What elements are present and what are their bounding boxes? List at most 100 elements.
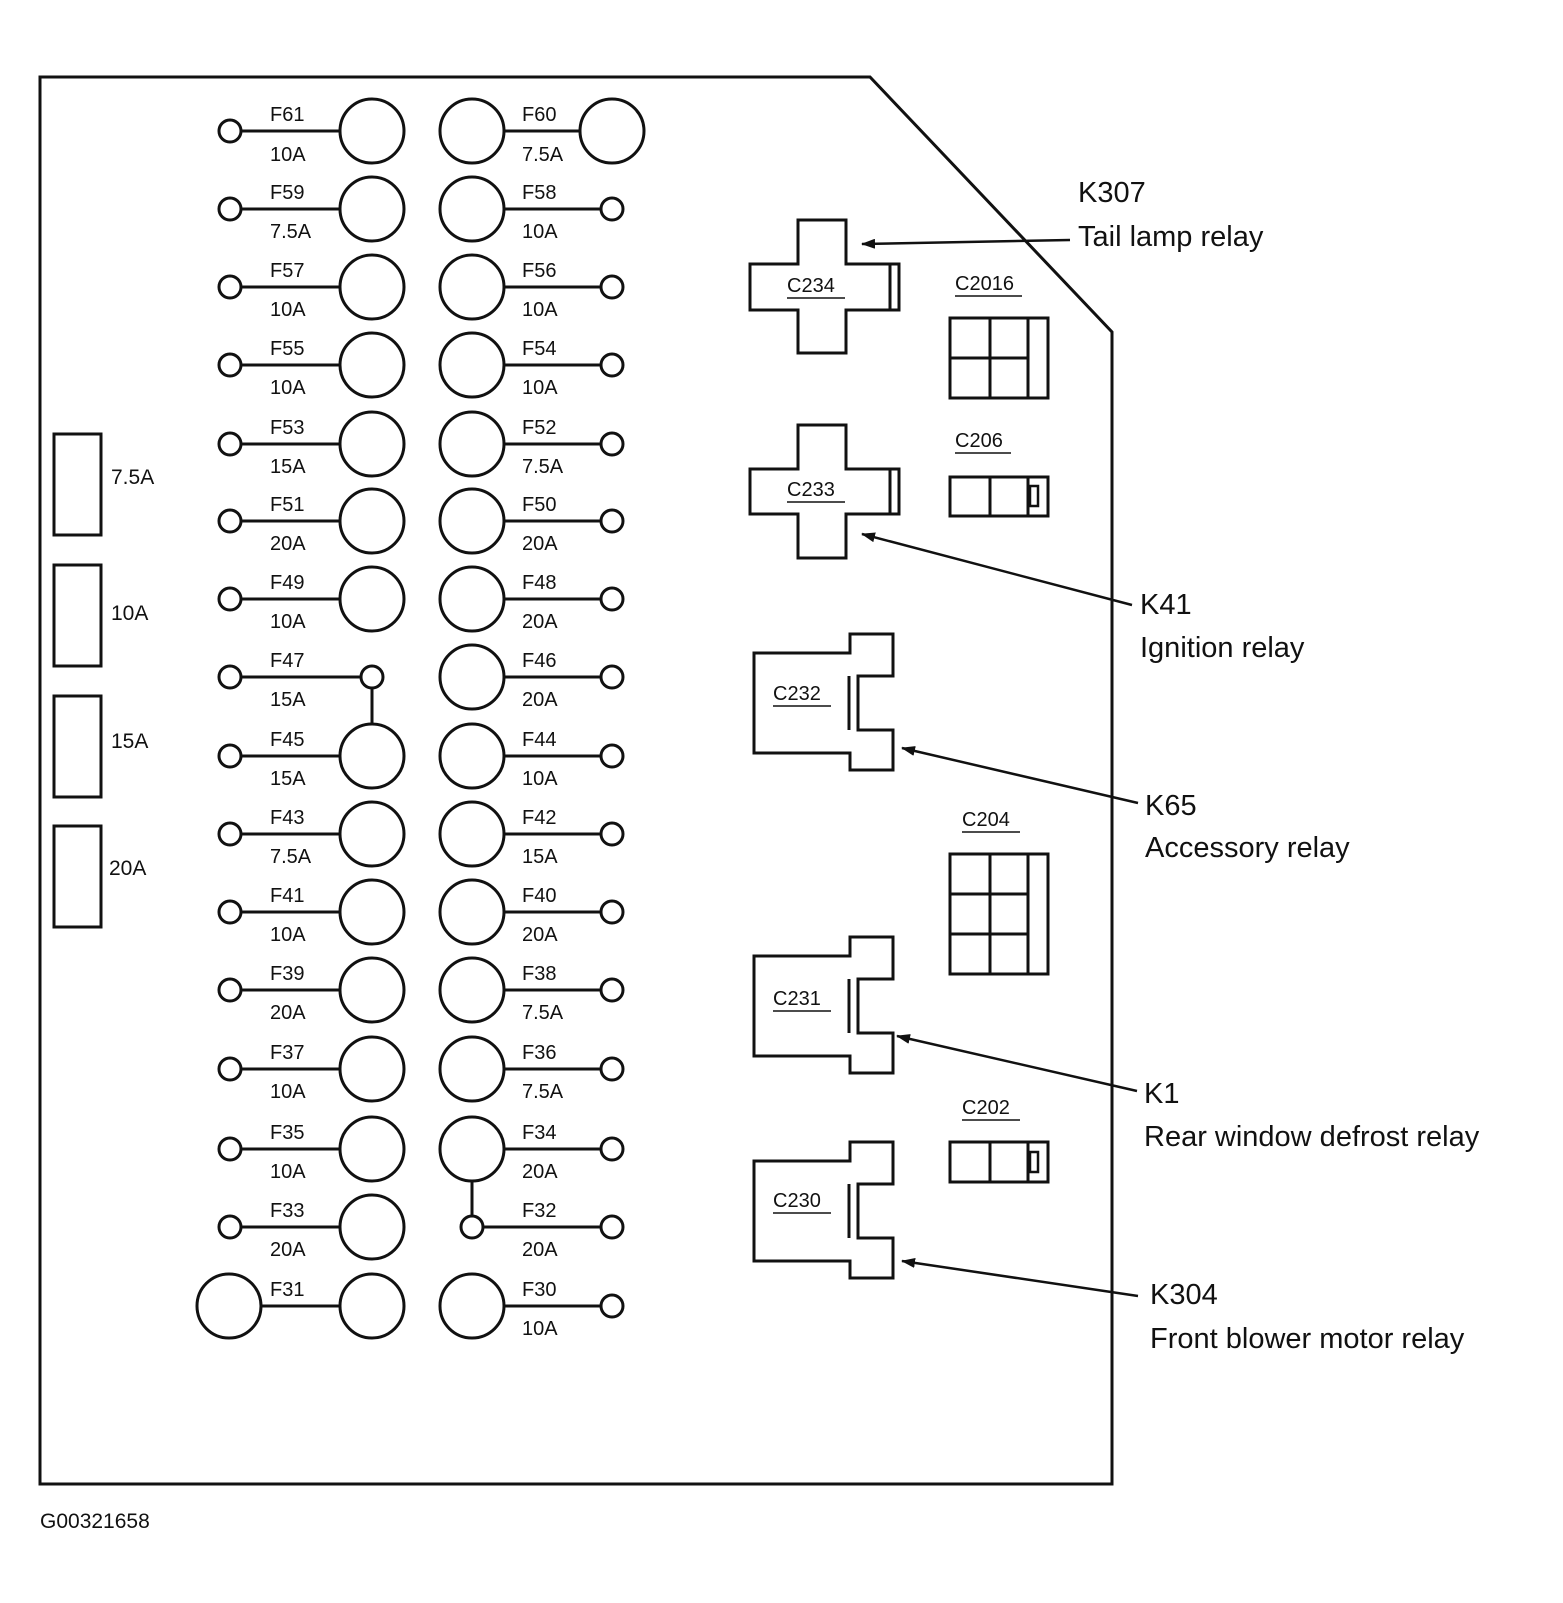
connector-c204: C204 [948, 809, 1050, 976]
spare-fuse-rating: 7.5A [111, 466, 154, 489]
fuse-rating: 7.5A [522, 144, 564, 166]
fuse-rating: 7.5A [522, 456, 564, 478]
fuse-rating: 20A [522, 689, 558, 711]
fuse-label: F52 [522, 417, 556, 439]
fuse-rating: 20A [270, 1002, 306, 1024]
connector-c202: C202 [948, 1097, 1050, 1184]
fuse-rating: 10A [522, 299, 558, 321]
fuse-f47: F47 15A [217, 650, 385, 726]
fuse-f41: F41 10A [217, 878, 406, 946]
fuse-label: F60 [522, 104, 556, 126]
fuse-rating: 10A [270, 1081, 306, 1103]
fuse-f61: F61 10A [217, 97, 406, 166]
fuse-label: F51 [270, 494, 304, 516]
fuse-label: F56 [522, 260, 556, 282]
fuse-label: F38 [522, 963, 556, 985]
fuse-f52: F52 7.5A [438, 410, 625, 478]
relay-code: K1 [1144, 1078, 1179, 1110]
callout-k1: K1 Rear window defrost relay [896, 1034, 1480, 1153]
fuse-rating: 10A [522, 768, 558, 790]
fuse-rating: 10A [270, 924, 306, 946]
connector-label: C204 [962, 809, 1010, 831]
fuse-f33: F33 20A [217, 1193, 406, 1261]
fuse-rating: 15A [522, 846, 558, 868]
fuse-f56: F56 10A [438, 253, 625, 321]
fuse-label: F42 [522, 807, 556, 829]
callout-k65: K65 Accessory relay [901, 746, 1350, 864]
relay-socket-c230: C230 [752, 1140, 895, 1280]
fuse-f58: F58 10A [438, 175, 625, 243]
fuse-label: F37 [270, 1042, 304, 1064]
fuse-label: F45 [270, 729, 304, 751]
relay-name: Tail lamp relay [1078, 221, 1264, 253]
fuse-f43: F43 7.5A [217, 800, 406, 868]
relay-code: K307 [1078, 177, 1146, 209]
connector-c206: C206 [948, 430, 1050, 518]
fuse-label: F31 [270, 1279, 304, 1301]
fuse-rating: 20A [522, 1161, 558, 1183]
fuse-rating: 20A [522, 611, 558, 633]
socket-label: C230 [773, 1190, 821, 1212]
socket-label: C231 [773, 988, 821, 1010]
fuse-rating: 20A [270, 533, 306, 555]
fuse-f48: F48 20A [438, 565, 625, 633]
fuse-label: F57 [270, 260, 304, 282]
fuse-rating: 10A [270, 1161, 306, 1183]
fuse-rating: 7.5A [522, 1081, 564, 1103]
fuse-f35: F35 10A [217, 1115, 406, 1183]
fuse-f39: F39 20A [217, 956, 406, 1024]
fuse-label: F32 [522, 1200, 556, 1222]
fuse-label: F41 [270, 885, 304, 907]
fuse-label: F30 [522, 1279, 556, 1301]
figure-reference: G00321658 [40, 1510, 150, 1533]
fuse-f42: F42 15A [438, 800, 625, 868]
fuse-label: F33 [270, 1200, 304, 1222]
spare-fuse: 15A [52, 694, 148, 799]
spare-fuse: 20A [52, 824, 146, 929]
fuse-f59: F59 7.5A [217, 175, 406, 243]
relay-code: K65 [1145, 790, 1197, 822]
fuse-label: F59 [270, 182, 304, 204]
fuse-label: F36 [522, 1042, 556, 1064]
fuse-f32: F32 20A [459, 1200, 625, 1261]
fuse-rating: 15A [270, 689, 306, 711]
socket-label: C234 [787, 275, 835, 297]
fuse-f49: F49 10A [217, 565, 406, 633]
fuse-f53: F53 15A [217, 410, 406, 478]
relay-name: Accessory relay [1145, 832, 1350, 864]
callout-k41: K41 Ignition relay [861, 532, 1305, 664]
connector-label: C202 [962, 1097, 1010, 1119]
fuse-column-right: F60 7.5A F58 10A F56 10A F54 10A F52 7.5… [438, 97, 646, 1340]
fuse-rating: 10A [522, 377, 558, 399]
fuse-label: F40 [522, 885, 556, 907]
spare-fuse-rating: 10A [111, 602, 148, 625]
fuse-label: F61 [270, 104, 304, 126]
fuse-label: F54 [522, 338, 556, 360]
connector-label: C206 [955, 430, 1003, 452]
fuse-rating: 10A [522, 221, 558, 243]
fuse-label: F50 [522, 494, 556, 516]
spare-fuse: 10A [52, 563, 148, 668]
fuse-f46: F46 20A [438, 643, 625, 711]
fuse-panel-outline [38, 75, 1114, 1486]
fuse-rating: 20A [522, 533, 558, 555]
relay-socket-c234: C234 [748, 218, 901, 355]
fuse-label: F55 [270, 338, 304, 360]
fuse-f60: F60 7.5A [438, 97, 646, 166]
fuse-label: F58 [522, 182, 556, 204]
relay-code: K304 [1150, 1279, 1218, 1311]
fuse-rating: 7.5A [522, 1002, 564, 1024]
fuse-label: F43 [270, 807, 304, 829]
fuse-f51: F51 20A [217, 487, 406, 555]
fuse-label: F53 [270, 417, 304, 439]
spare-fuse-rating: 15A [111, 730, 148, 753]
fuse-rating: 10A [522, 1318, 558, 1340]
fuse-label: F47 [270, 650, 304, 672]
fuse-rating: 20A [522, 1239, 558, 1261]
relay-socket-c231: C231 [752, 935, 895, 1075]
fuse-rating: 10A [270, 377, 306, 399]
connector-label: C2016 [955, 273, 1014, 295]
fuse-f45: F45 15A [217, 722, 406, 790]
fuse-column-left: F61 10A F59 7.5A F57 10A F55 10A F53 15A [195, 97, 406, 1340]
